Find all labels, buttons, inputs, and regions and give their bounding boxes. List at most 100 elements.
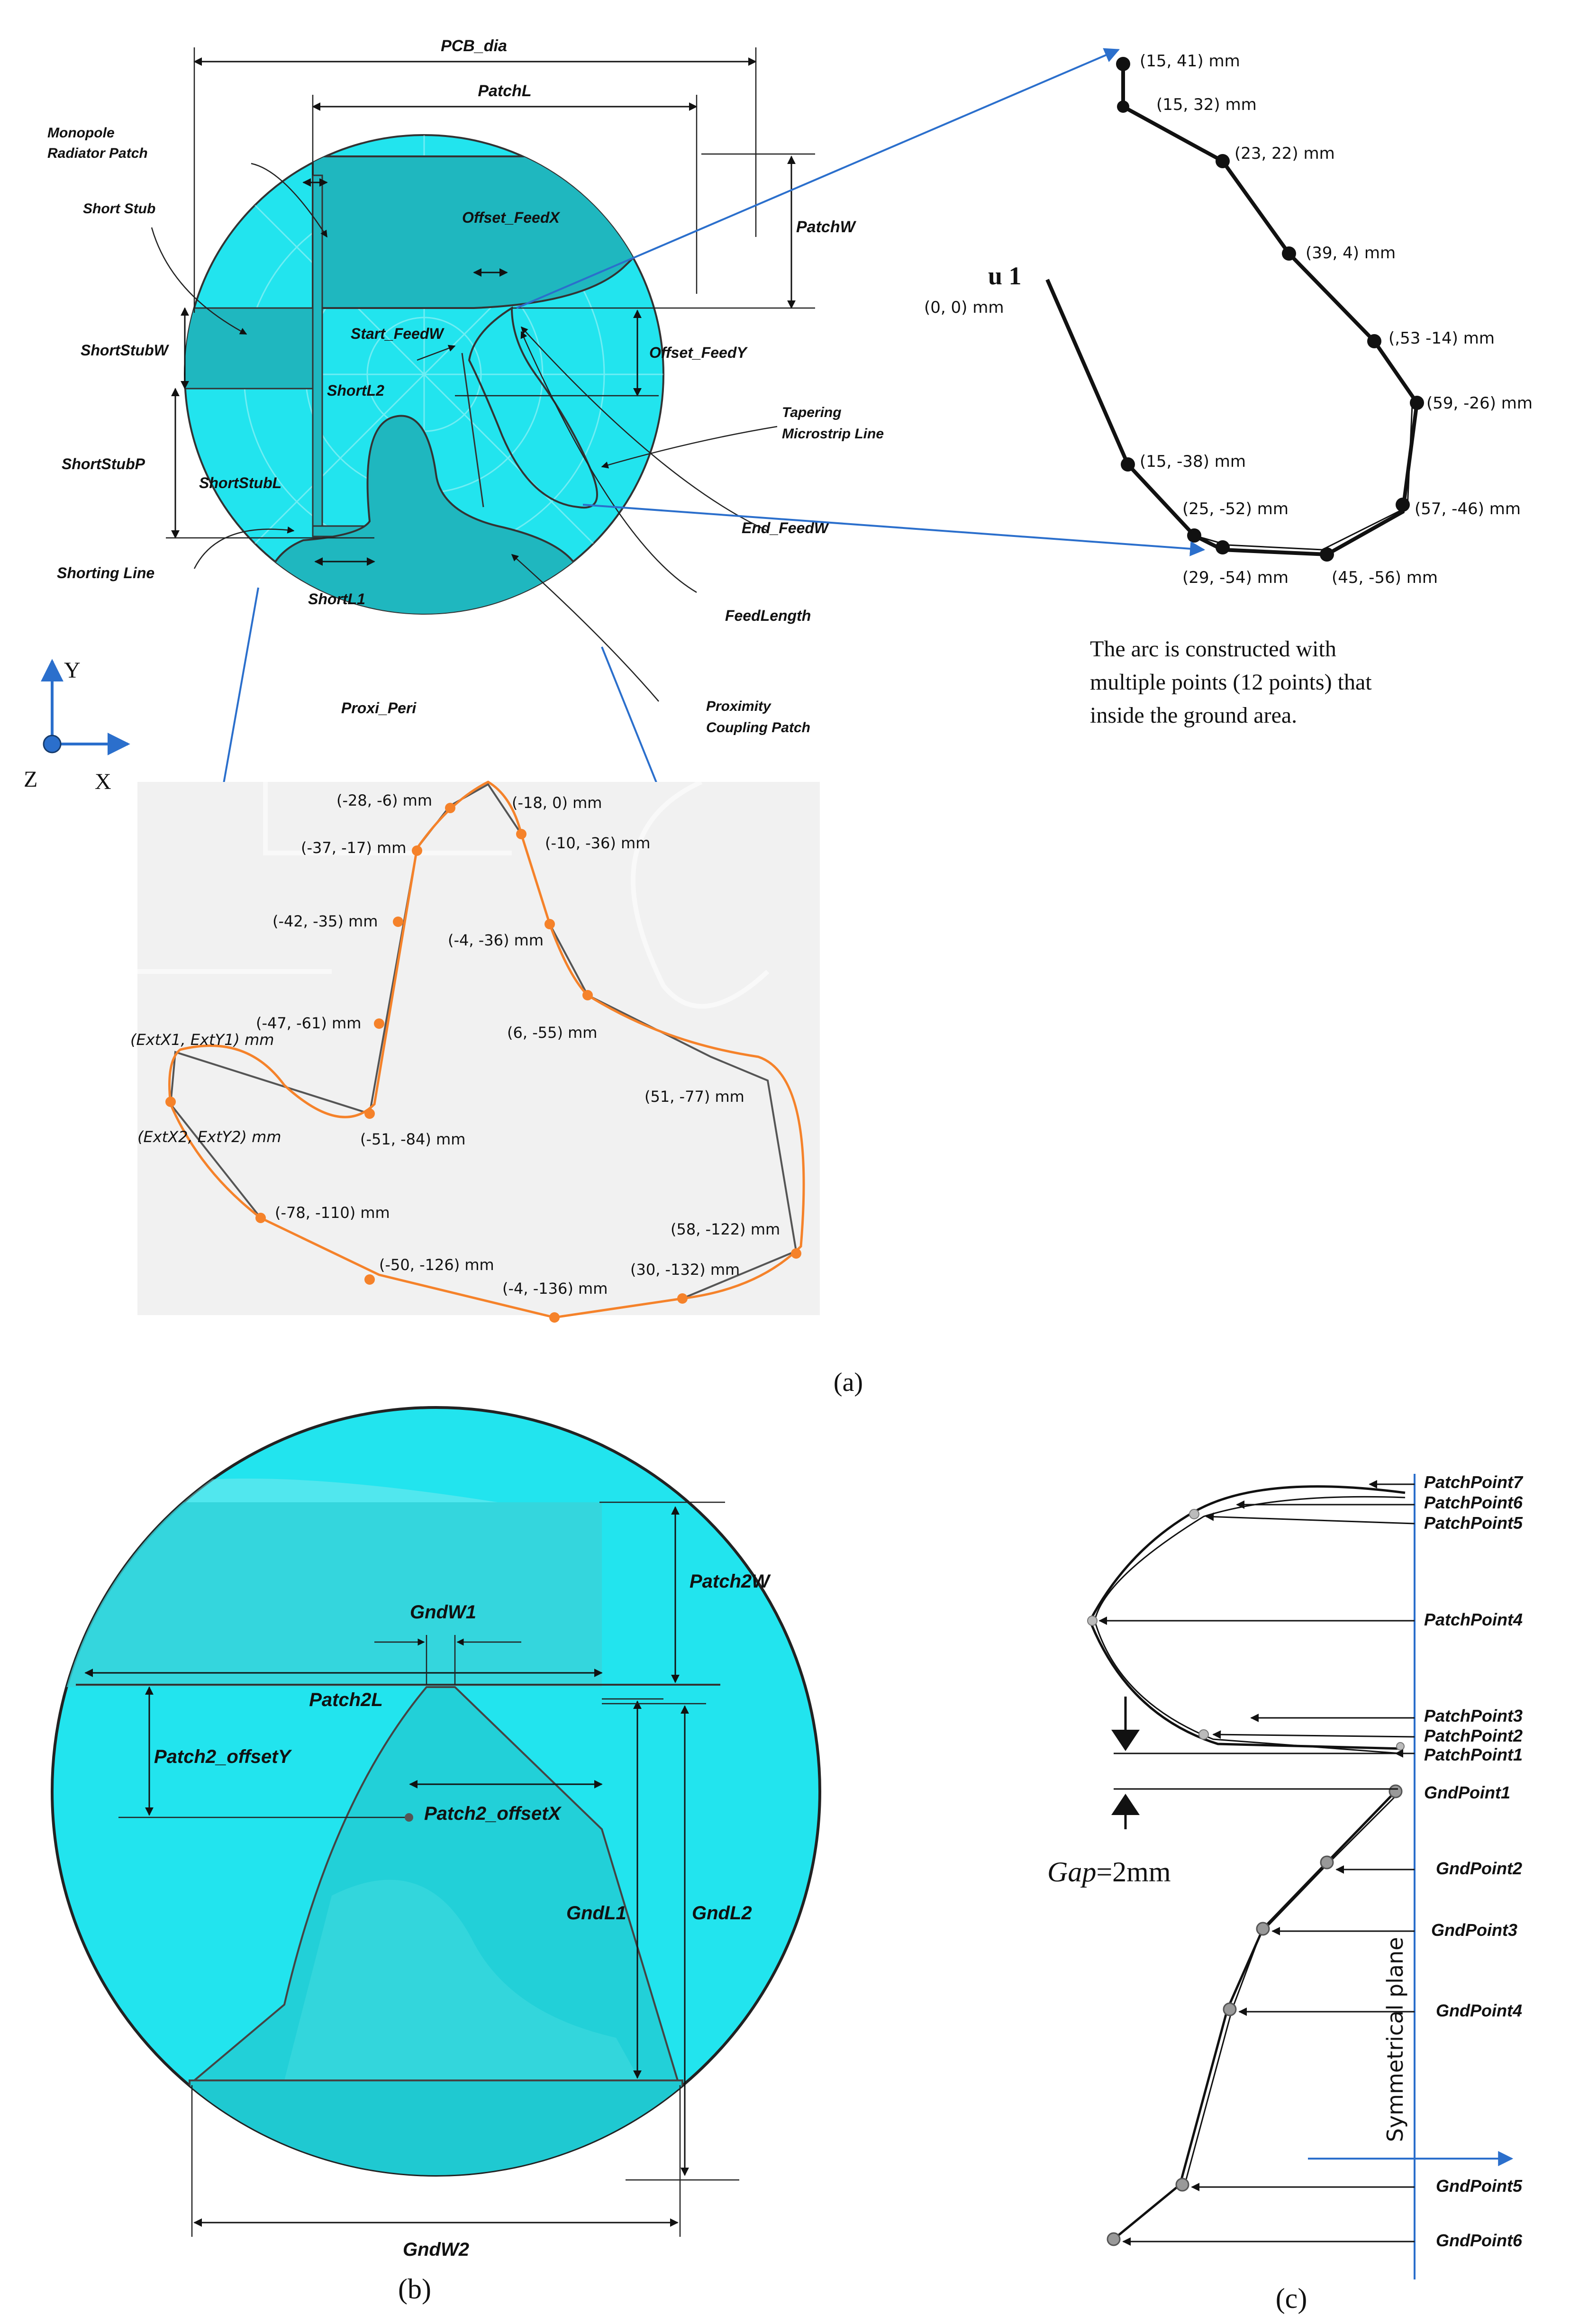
proximity-zoom-panel: (-28, -6) mm (-18, 0) mm (-37, -17) mm (…	[130, 780, 820, 1323]
shorting-line	[312, 174, 323, 536]
label-short-stub: Short Stub	[83, 201, 155, 217]
axis-z-label: Z	[24, 767, 37, 792]
prox-pt-6: (-4, -36) mm	[448, 931, 544, 949]
feed-pt-8: (45, -56) mm	[1332, 568, 1438, 587]
caption-c: (c)	[1276, 2283, 1307, 2314]
label-monopole-2: Radiator Patch	[47, 145, 148, 161]
patch-point-4: PatchPoint4	[1424, 1610, 1523, 1629]
feed-pt-5: (,53 -14) mm	[1388, 329, 1495, 348]
prox-pt-7: (-47, -61) mm	[256, 1014, 361, 1032]
prox-pt-10: (-51, -84) mm	[360, 1130, 465, 1148]
prox-pt-4: (-10, -36) mm	[545, 834, 650, 852]
label-gndw2: GndW2	[403, 2239, 469, 2260]
gnd-point-4: GndPoint4	[1436, 2001, 1522, 2020]
feed-pt-3: (23, 22) mm	[1234, 144, 1335, 163]
feed-symbol: u 1	[988, 262, 1022, 290]
label-patch2-offsetx: Patch2_offsetX	[424, 1803, 562, 1824]
prox-pt-9: (51, -77) mm	[644, 1088, 744, 1106]
short-stub	[185, 307, 318, 390]
prox-pt-13: (-50, -126) mm	[379, 1256, 494, 1274]
symmetry-label: Symmetrical plane	[1382, 1937, 1408, 2142]
feed-pt-6: (59, -26) mm	[1426, 394, 1533, 413]
feed-pt-11: (15, -38) mm	[1140, 452, 1246, 471]
prox-pt-ext1: (ExtX1, ExtY1) mm	[130, 1031, 274, 1049]
feed-pt-4: (39, 4) mm	[1306, 244, 1396, 263]
panel-b-antenna: Patch2W GndW1 Patch2L Patch2_offsetY Pat…	[51, 1406, 821, 2260]
proximity-point-markers	[165, 803, 801, 1323]
feed-pt-2: (15, 32) mm	[1156, 95, 1257, 114]
label-shortstubw: ShortStubW	[81, 342, 170, 359]
label-gndw1: GndW1	[410, 1602, 476, 1623]
feed-point-markers	[1116, 57, 1424, 562]
label-tapering-1: Tapering	[782, 405, 842, 420]
gap-label: Gap=2mm	[1047, 1856, 1171, 1888]
label-patchw: PatchW	[796, 218, 857, 236]
patch2-rect	[52, 1502, 602, 1687]
label-shortl2: ShortL2	[327, 382, 384, 399]
label-tapering-2: Microstrip Line	[782, 426, 884, 442]
gnd-point-5: GndPoint5	[1436, 2176, 1523, 2196]
prox-pt-5: (-42, -35) mm	[272, 912, 378, 930]
feed-pt-7: (57, -46) mm	[1415, 499, 1521, 518]
label-patch2w: Patch2W	[690, 1571, 771, 1592]
arc-note-2: multiple points (12 points) that	[1090, 670, 1372, 695]
prox-pt-2: (-18, 0) mm	[512, 794, 602, 812]
gnd-point-6: GndPoint6	[1436, 2231, 1523, 2250]
label-proxi-peri: Proxi_Peri	[341, 699, 417, 717]
label-pcb-dia: PCB_dia	[441, 37, 507, 55]
label-shorting-line: Shorting Line	[57, 564, 154, 581]
label-shortl1: ShortL1	[308, 590, 365, 608]
patch-point-1: PatchPoint1	[1424, 1745, 1523, 1764]
gnd-point-markers	[1107, 1784, 1403, 2246]
caption-a: (a)	[834, 1368, 863, 1397]
prox-pt-8: (6, -55) mm	[507, 1024, 597, 1042]
label-patch2l: Patch2L	[309, 1689, 383, 1710]
label-patch2-offsety: Patch2_offsetY	[154, 1746, 292, 1767]
feed-line-path	[1045, 66, 1419, 557]
tapering-microstrip-line	[468, 306, 598, 509]
patch-point-2: PatchPoint2	[1424, 1726, 1523, 1745]
prox-pt-12: (58, -122) mm	[671, 1220, 780, 1238]
gap-symbol: Gap	[1047, 1856, 1096, 1888]
prox-pt-1: (-28, -6) mm	[336, 791, 432, 809]
panel-a-antenna: PCB_dia PatchL Monopole Radiator Patch S…	[24, 37, 884, 794]
proximity-coupling-patch	[263, 415, 584, 614]
arc-note-1: The arc is constructed with	[1090, 636, 1336, 662]
gnd-curve	[1113, 1790, 1397, 2240]
prox-pt-15: (-4, -136) mm	[502, 1280, 608, 1298]
label-shortstubl: ShortStubL	[199, 474, 281, 491]
feed-pt-origin: (0, 0) mm	[924, 298, 1004, 317]
feed-pt-9: (29, -54) mm	[1182, 568, 1289, 587]
gap-value: =2mm	[1096, 1856, 1171, 1888]
feed-pt-1: (15, 41) mm	[1140, 52, 1240, 71]
label-monopole-1: Monopole	[47, 125, 115, 141]
label-start-feedw: Start_FeedW	[351, 325, 445, 342]
panel-c-points: Symmetrical plane	[1047, 1472, 1524, 2279]
arc-note-3: inside the ground area.	[1090, 703, 1297, 728]
axis-y-label: Y	[64, 658, 81, 683]
prox-pt-11: (-78, -110) mm	[275, 1204, 390, 1222]
label-shortstubp: ShortStubP	[62, 455, 145, 472]
axis-x-label: X	[95, 769, 111, 794]
prox-pt-3: (-37, -17) mm	[301, 839, 406, 857]
feed-pt-10: (25, -52) mm	[1182, 499, 1289, 518]
patch-curve	[1089, 1485, 1406, 1750]
gnd-point-2: GndPoint2	[1436, 1859, 1522, 1878]
caption-b: (b)	[398, 2273, 431, 2305]
label-offset-feedx: Offset_FeedX	[462, 209, 560, 226]
label-gndl1: GndL1	[566, 1903, 626, 1924]
feed-curve-plot: u 1 (15, 41) mm (15, 32) mm (23, 22) mm …	[924, 52, 1533, 728]
label-proximity-2: Coupling Patch	[706, 720, 810, 735]
label-offset-feedy: Offset_FeedY	[649, 344, 748, 361]
patch-point-markers	[1087, 1509, 1405, 1751]
patch-point-3: PatchPoint3	[1424, 1706, 1523, 1725]
label-feedlength: FeedLength	[725, 607, 811, 624]
prox-pt-14: (30, -132) mm	[630, 1261, 740, 1279]
ground-base	[189, 2079, 683, 2175]
prox-pt-ext2: (ExtX2, ExtY2) mm	[137, 1128, 281, 1146]
axis-triad: Y Z X	[24, 658, 130, 794]
gnd-point-3: GndPoint3	[1431, 1920, 1517, 1940]
spline-outline	[168, 781, 805, 1319]
label-gndl2: GndL2	[692, 1903, 752, 1924]
